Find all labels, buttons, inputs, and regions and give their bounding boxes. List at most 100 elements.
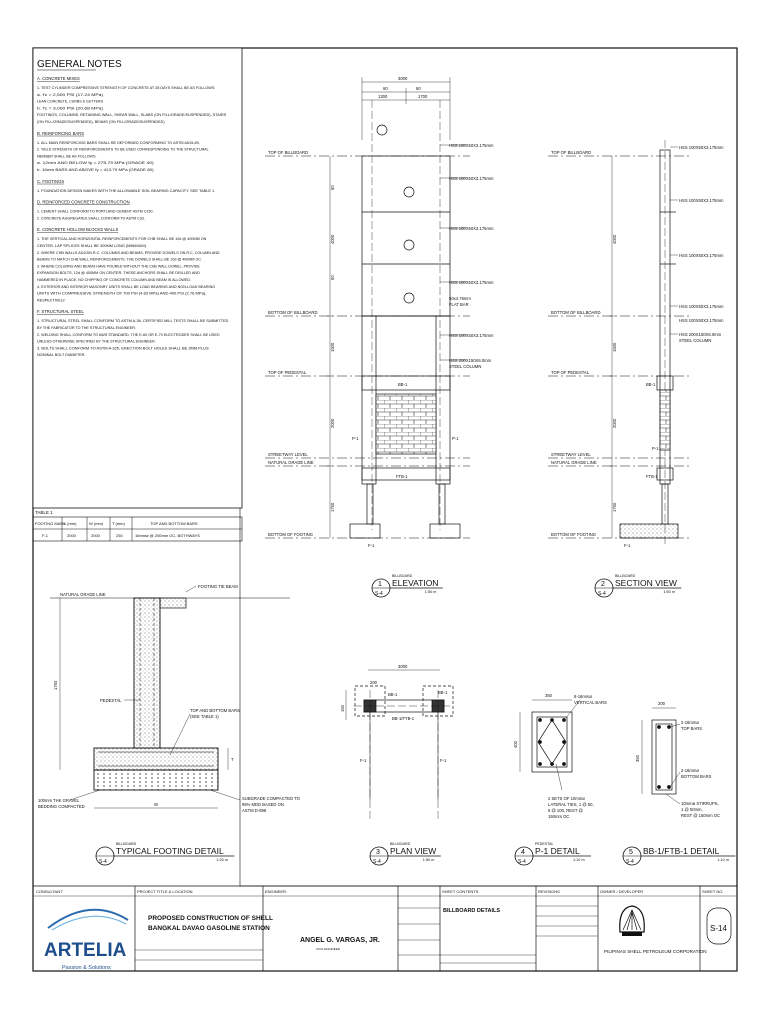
- table-header-mark: FOOTING MARK: [35, 521, 66, 526]
- footing-grade-line: NATURAL GRADE LINE: [60, 592, 106, 597]
- table-1: TABLE 1 FOOTING MARK L (mm) W (mm) T (mm…: [32, 510, 243, 542]
- elev-callout-3: HSS 100X50X3.175mm: [449, 226, 494, 231]
- elev-dim-c: 1300: [378, 94, 388, 99]
- sect-level-bottom-billboard: BOTTOM OF BILLBOARD: [551, 310, 600, 315]
- bb1-stirrups-2: 1 @ 50mm,: [681, 807, 703, 812]
- view-sheet-ref: S-4: [626, 859, 634, 865]
- elev-callout-8: HSS 200X150X6.0mm: [449, 358, 492, 363]
- sect-vdim-a: 4000: [612, 234, 617, 244]
- footing-gravel-1: 100mm THK GRAVEL: [38, 798, 80, 803]
- footing-tie-beam: FOOTING TIE BEAM: [198, 584, 238, 589]
- elev-callout-1: HSS 100X50X3.175mm: [449, 143, 494, 148]
- notes-line: 1. STRUCTURAL STEEL SHALL CONFORM TO AST…: [37, 319, 229, 323]
- footing-detail: [50, 585, 290, 809]
- elev-vdim-e: 2000: [330, 418, 335, 428]
- notes-line: 2. CONCRETE AGGREGATES SHALL CONFORM TO …: [37, 216, 145, 220]
- artelia-swoosh-icon: [47, 908, 129, 929]
- view-scale: 1:50 m: [663, 590, 675, 594]
- sect-callout-4: HSS 100X50X3.175mm: [679, 304, 724, 309]
- view-sheet-ref: S-4: [375, 591, 383, 597]
- sect-vdim-c: 2000: [612, 418, 617, 428]
- notes-line: 3. BOLTS SHALL CONFORM TO ASTM A-325, ER…: [37, 346, 209, 350]
- elev-vdim-f: 1750: [330, 502, 335, 512]
- p1-ties-1: 2 SETS OF 10mmø: [548, 796, 585, 801]
- p1-vertical-bars-1: 8-16mmø: [574, 694, 592, 699]
- view-title-text: SECTION VIEW: [615, 578, 677, 588]
- elev-callout-9: STEEL COLUMN: [449, 364, 481, 369]
- elev-mark-p1-right: P-1: [452, 436, 459, 441]
- view-title-text: TYPICAL FOOTING DETAIL: [116, 846, 224, 856]
- p1-detail: [519, 699, 581, 791]
- view-scale: 1:10 m: [573, 858, 585, 862]
- view-number: 4: [521, 849, 525, 856]
- elev-callout-5: 50x4.76mm: [449, 296, 471, 301]
- tb-project-header: PROJECT TITLE & LOCATION: [137, 889, 193, 894]
- view-sheet-ref: S-4: [99, 859, 107, 865]
- notes-line: 3. WHERE COLUMNS AND BEAMS HAVE POURED W…: [37, 264, 200, 268]
- table-header-bars: TOP AND BOTTOM BARS: [150, 521, 198, 526]
- artelia-tagline: Passion & Solutions: [62, 965, 111, 971]
- sheet-contents: BILLBOARD DETAILS: [443, 908, 500, 914]
- artelia-logo: ARTELIA: [44, 940, 127, 961]
- elev-dim-a: 60: [383, 86, 388, 91]
- plan-dim-width: 3000: [398, 664, 408, 669]
- sect-callout-5: HSS 100X50X3.175mm: [679, 318, 724, 323]
- p1-dim-height: 400: [513, 740, 518, 748]
- view-title-text: P-1 DETAIL: [535, 846, 580, 856]
- elev-callout-4: HSS 100X50X3.175mm: [449, 280, 494, 285]
- notes-line: HAMMERED IN PLACE. NO CHIPPING OF CONCRE…: [37, 278, 191, 282]
- table-header-t: T (mm): [112, 521, 125, 526]
- notes-line: (ON FILL/GRADE/SUSPENDED), BEAMS (ON FIL…: [37, 120, 165, 124]
- notes-line: 1. ALL MAIN REINFORCING BARS SHALL BE DE…: [37, 141, 200, 145]
- plan-dim-b: 150: [340, 704, 345, 712]
- notes-line: CENTER. LAP SPLICES SHALL BE 300MM LONG …: [37, 244, 147, 248]
- engineer-role: CIVIL ENGINEER: [316, 947, 341, 951]
- plan-view: [345, 669, 454, 820]
- sect-mark-p1: P-1: [652, 446, 659, 451]
- elev-callout-6: FLAT BAR: [449, 302, 469, 307]
- view-super-label: BILLBOARD: [392, 574, 413, 578]
- tb-engineer-header: ENGINEER:: [265, 889, 287, 894]
- view-scale: 1:50 m: [425, 590, 437, 594]
- sheet-number: S-14: [710, 924, 727, 933]
- elev-callout-2: HSS 100X50X3.175mm: [449, 176, 494, 181]
- elev-vdim-b: 4000: [330, 234, 335, 244]
- section-labels: TOP OF BILLBOARD BOTTOM OF BILLBOARD TOP…: [551, 145, 724, 548]
- view-sheet-ref: S-4: [373, 859, 381, 865]
- footing-labels: NATURAL GRADE LINE FOOTING TIE BEAM PEDE…: [38, 584, 301, 813]
- notes-heading: D. REINFORCED CONCRETE CONSTRUCTION: [37, 200, 130, 205]
- elev-dim-d: 1700: [418, 94, 428, 99]
- notes-title: GENERAL NOTES: [37, 59, 122, 70]
- footing-bars: TOP AND BOTTOM BARS: [190, 708, 240, 713]
- notes-line: NOMINAL BOLT DIAMETER.: [37, 353, 85, 357]
- view-sheet-ref: S-4: [598, 591, 606, 597]
- notes-heading: C. FOOTINGS: [37, 179, 64, 184]
- sect-vdim-d: 1750: [612, 502, 617, 512]
- notes-heading: F. STRUCTURAL STEEL: [37, 309, 85, 314]
- footing-subgrade-3: ASTM D-698: [242, 808, 267, 813]
- footing-gravel-2: BEDDING COMPACTED: [38, 804, 85, 809]
- table-1-title: TABLE 1: [35, 510, 53, 515]
- elev-vdim-c: 60: [330, 275, 335, 280]
- table-header-l: L (mm): [64, 521, 77, 526]
- elev-vdim-d: 1500: [330, 342, 335, 352]
- tb-sheet-header: SHEET NO.: [702, 889, 724, 894]
- p1-ties-2: LATERAL TIES, 1 @ 50,: [548, 802, 594, 807]
- view-sheet-ref: S-4: [518, 859, 526, 865]
- view-scale: 1:50 m: [423, 858, 435, 862]
- footing-bars-ref: (SEE TABLE 1): [190, 714, 219, 719]
- sect-mark-f1: F-1: [624, 543, 631, 548]
- p1-ties-4: 150mm OC: [548, 814, 569, 819]
- sect-callout-2: HSS 100X50X3.175mm: [679, 198, 724, 203]
- shell-logo-icon: [619, 905, 645, 936]
- elev-level-top-billboard: TOP OF BILLBOARD: [268, 150, 308, 155]
- view-number: 2: [601, 581, 605, 588]
- sect-callout-3: HSS 100X50X3.175mm: [679, 253, 724, 258]
- view-number: 1: [378, 581, 382, 588]
- project-title-line-1: PROPOSED CONSTRUCTION OF SHELL: [148, 915, 273, 922]
